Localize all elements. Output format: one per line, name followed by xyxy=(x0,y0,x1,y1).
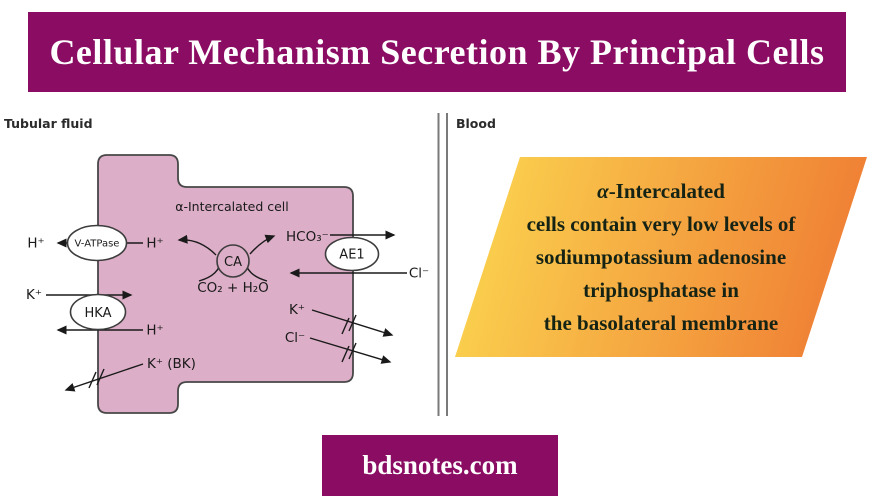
cell-diagram: Tubular fluid Blood α-Intercalated cell … xyxy=(4,113,496,416)
title-banner: Cellular Mechanism Secretion By Principa… xyxy=(28,12,846,92)
footer-banner: bdsnotes.com xyxy=(322,435,558,496)
hka-pump xyxy=(69,293,127,331)
ca-to-h-arrow xyxy=(177,234,217,256)
k-bk-label: K⁺ (BK) xyxy=(147,356,196,372)
k-basolateral-label: K⁺ xyxy=(289,302,305,318)
v-atpase-label: V-ATPase xyxy=(75,239,120,250)
v-atpase-pump xyxy=(66,224,128,262)
callout-line-2: cells contain very low levels of xyxy=(526,211,796,236)
callout-line-4: triphosphatase in xyxy=(583,277,739,302)
callout-parallelogram: α-Intercalated cells contain very low le… xyxy=(455,157,867,357)
callout-line-1-text: -Intercalated xyxy=(608,178,725,203)
callout-line-1: α-Intercalated xyxy=(597,175,725,208)
carbonic-anhydrase-circle xyxy=(216,244,250,278)
ae1-exchanger xyxy=(324,236,380,272)
alpha-symbol: α xyxy=(597,178,609,203)
carbonic-anhydrase-label: CA xyxy=(224,255,242,270)
k-bk-channel-slash-2 xyxy=(88,371,97,389)
h-apical-in-label: H⁺ xyxy=(146,236,163,252)
cell-label: α-Intercalated cell xyxy=(175,199,289,214)
cl-basolateral-arrow xyxy=(309,337,392,364)
cl-channel-slash-1 xyxy=(348,342,357,360)
h-hka-out-label: H⁺ xyxy=(146,323,163,339)
callout-line-3: sodiumpotassium adenosine xyxy=(535,244,787,269)
tubular-fluid-label: Tubular fluid xyxy=(4,116,93,131)
h-apical-out-label: H⁺ xyxy=(27,236,44,252)
cl-channel-slash-2 xyxy=(341,345,350,363)
ae1-label: AE1 xyxy=(339,248,364,263)
cl-basolateral-label: Cl⁻ xyxy=(285,330,305,346)
cl-exchange-label: Cl⁻ xyxy=(409,266,429,282)
blood-label: Blood xyxy=(456,116,496,131)
intercalated-cell-body xyxy=(97,154,354,414)
callout-line-5: the basolateral membrane xyxy=(543,310,779,335)
website-label: bdsnotes.com xyxy=(362,450,518,480)
k-bk-channel-slash-1 xyxy=(96,368,105,386)
k-bk-arrow xyxy=(64,363,144,392)
k-apical-in-label: K⁺ xyxy=(26,287,42,303)
k-channel-slash-2 xyxy=(341,317,350,335)
co2-h2o-label: CO₂ + H₂O xyxy=(197,280,269,296)
ca-to-hco3-arrow xyxy=(249,234,276,255)
k-channel-slash-1 xyxy=(348,314,357,332)
page-title: Cellular Mechanism Secretion By Principa… xyxy=(49,32,825,72)
hco3-label: HCO₃⁻ xyxy=(286,229,329,245)
hka-label: HKA xyxy=(85,306,112,321)
